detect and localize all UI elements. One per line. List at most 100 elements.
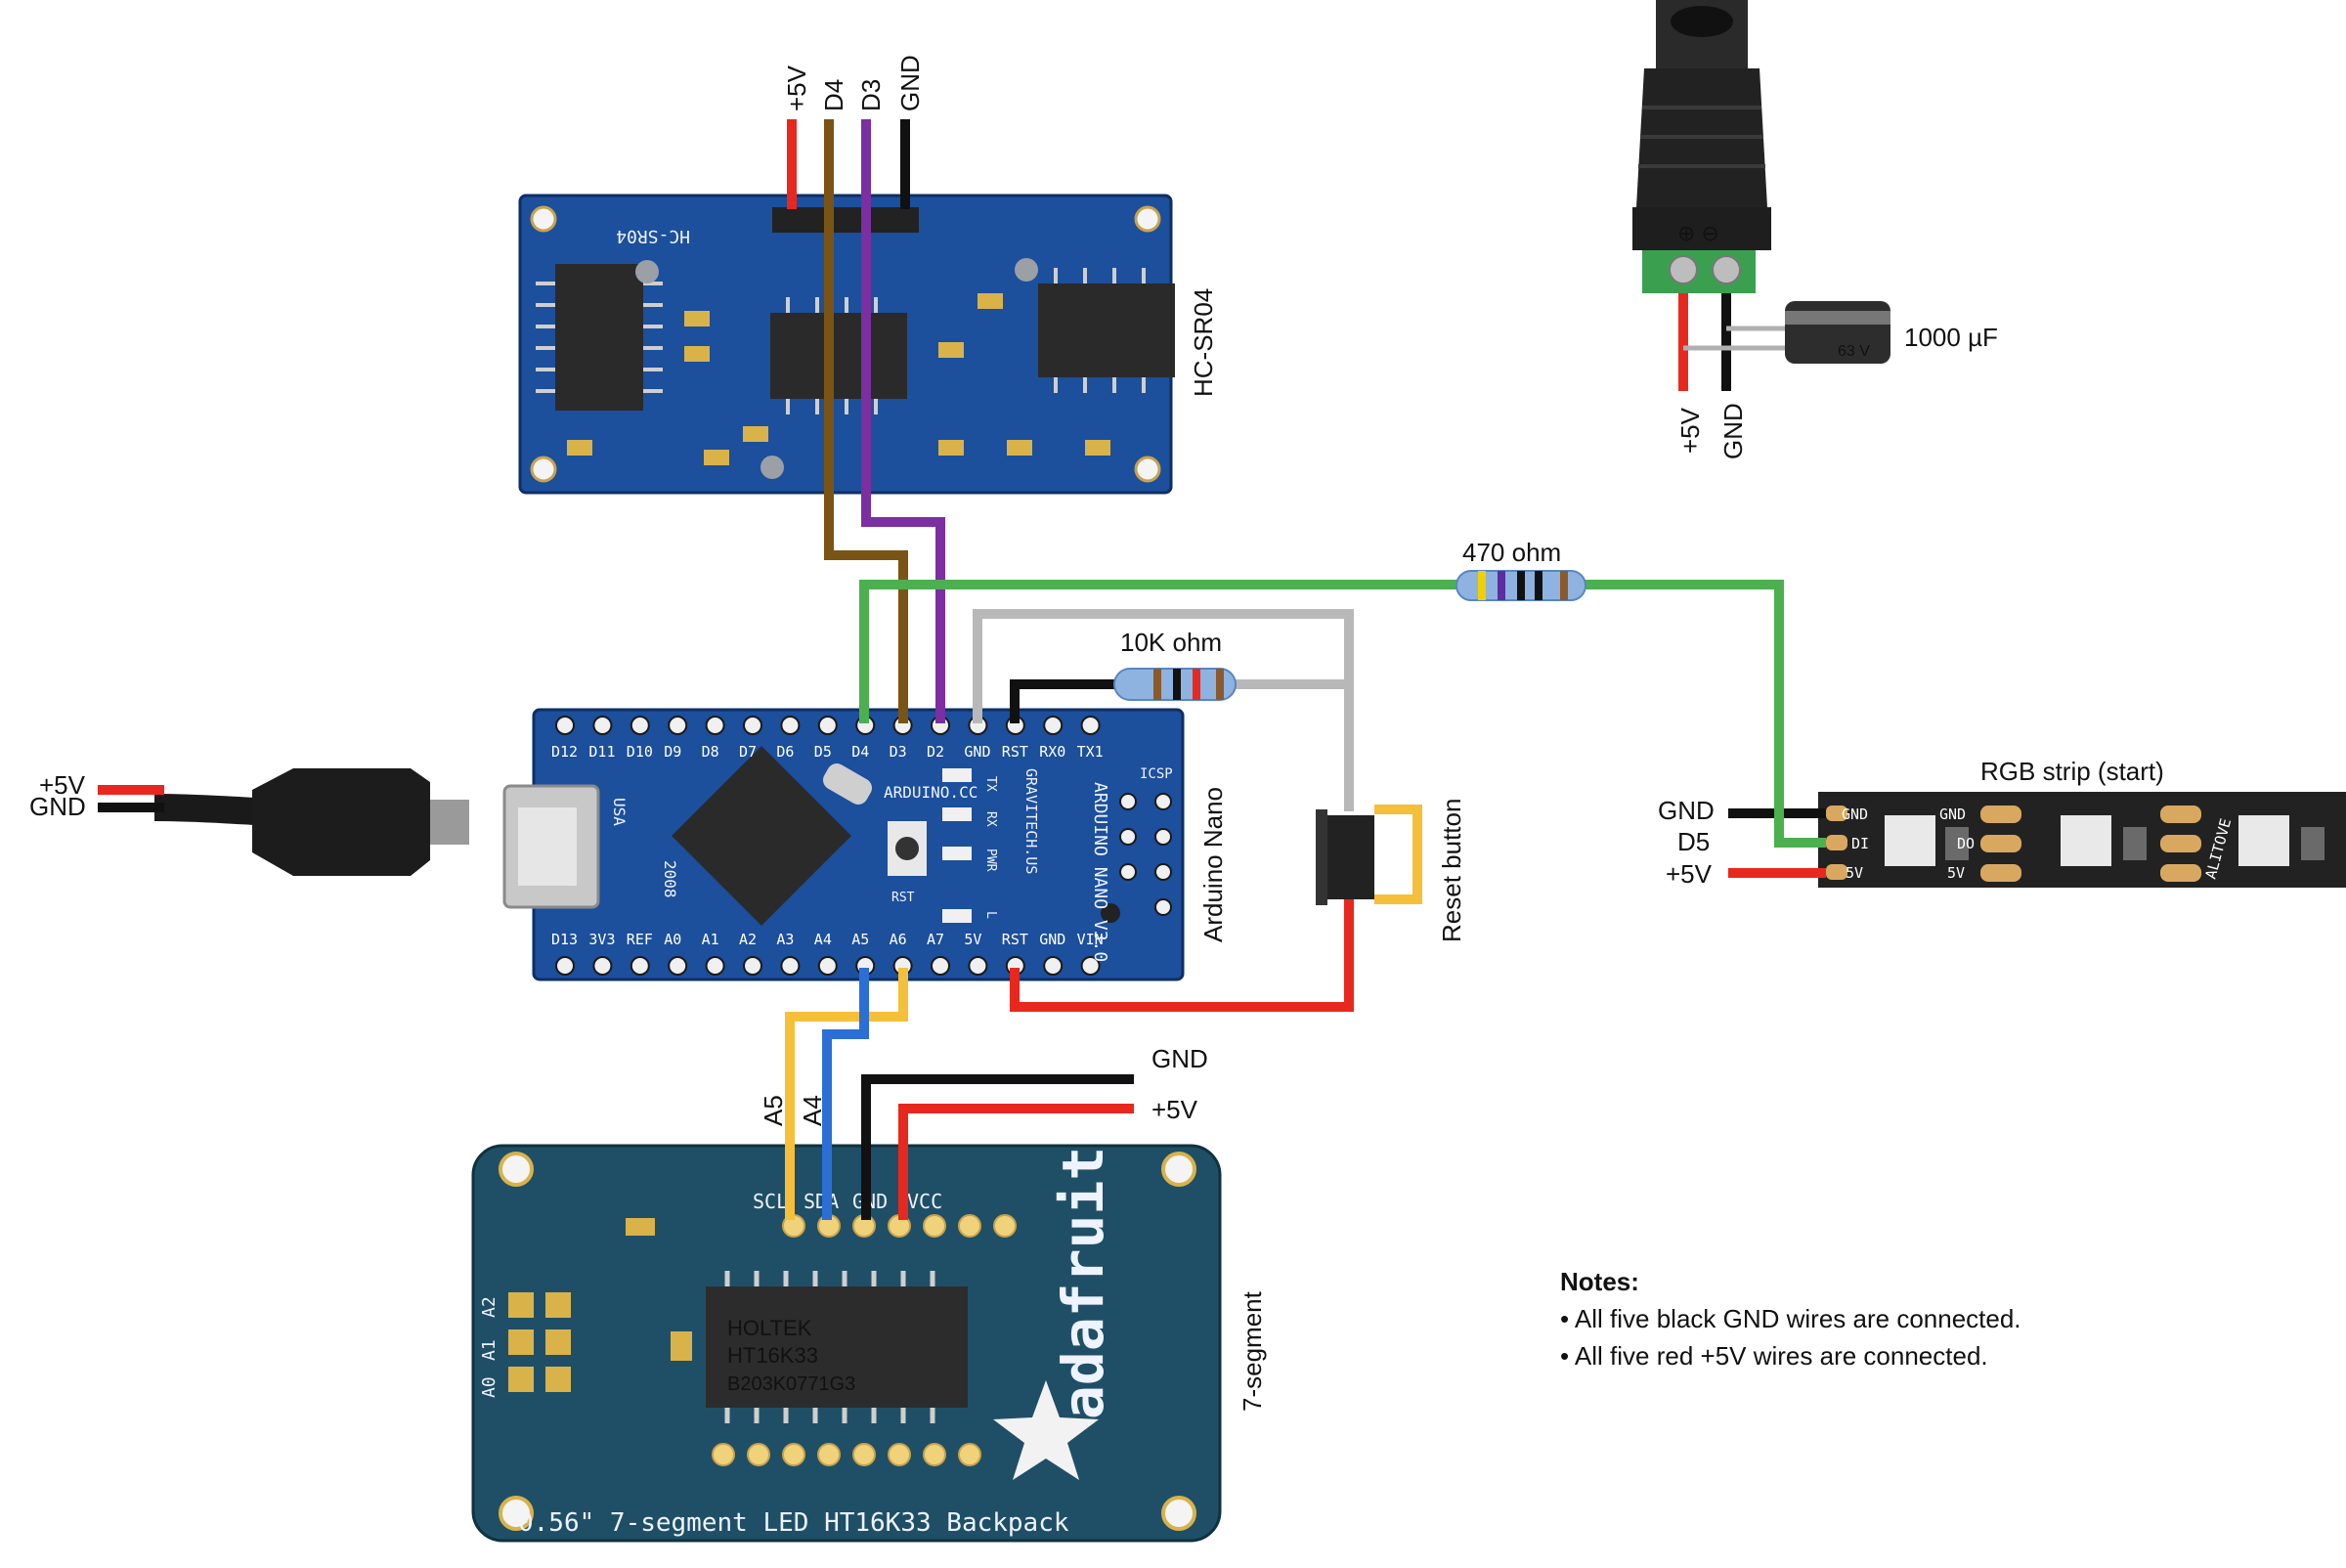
nano-silk-maker: GRAVITECH.US xyxy=(1022,768,1040,874)
nano-bottom-pin-label: A4 xyxy=(814,931,832,948)
strip-pad-5v: 5V xyxy=(1846,864,1863,882)
nano-top-pin-label: D7 xyxy=(739,743,757,761)
nano-top-pin-label: TX1 xyxy=(1077,743,1104,761)
nano-silk-led-l: L xyxy=(983,911,998,919)
led-strip-icon: GND DI 5V GND DO 5V ALITOVE xyxy=(1818,792,2346,888)
sensor-wire-label-gnd: GND xyxy=(895,55,925,111)
nano-bottom-pin-label: 3V3 xyxy=(588,931,615,948)
nano-bottom-pin-label: A1 xyxy=(702,931,719,948)
reset-pullup-wire xyxy=(973,609,1354,811)
sensor-label: HC-SR04 xyxy=(1189,288,1218,397)
notes-heading: Notes: xyxy=(1560,1267,1639,1296)
display-gnd-wire xyxy=(861,1074,1134,1220)
strip-label: RGB strip (start) xyxy=(1980,757,2164,786)
nano-bottom-pin xyxy=(1080,956,1101,976)
nano-top-pin xyxy=(592,716,613,735)
nano-top-pin xyxy=(705,716,725,735)
jack-wire-label-gnd: GND xyxy=(1718,403,1748,459)
notes-item: • All five red +5V wires are connected. xyxy=(1560,1341,1988,1371)
adafruit-star-logo-icon xyxy=(993,1380,1099,1480)
sensor-silk-label: HC-SR04 xyxy=(616,226,690,246)
nano-silk-rst: RST xyxy=(891,891,915,905)
nano-top-pin xyxy=(780,716,801,735)
nano-bottom-pin xyxy=(1043,956,1064,976)
svg-text:⊕ ⊖: ⊕ ⊖ xyxy=(1677,221,1719,245)
usb-wire-label-gnd: GND xyxy=(29,792,86,821)
seven-segment-backpack: HOLTEK HT16K33 B203K0771G3 A2 A1 A0 SCL … xyxy=(471,1144,1267,1543)
sensor-wire-label-d3: D3 xyxy=(856,79,886,111)
display-pin-sda: SDA xyxy=(804,1190,839,1213)
resistor-icon xyxy=(1113,668,1237,701)
nano-silk-usa: USA xyxy=(610,798,629,826)
strip-pad-do: DO xyxy=(1957,835,1975,852)
nano-top-pin-label: D12 xyxy=(551,743,578,761)
display-wire-label-a4: A4 xyxy=(798,1095,827,1126)
nano-top-pin xyxy=(555,716,575,735)
nano-top-pin-label: D11 xyxy=(588,743,615,761)
nano-bottom-pin-label: A7 xyxy=(927,931,944,948)
strip-wire-label-d5: D5 xyxy=(1677,827,1710,856)
strip-wire-label-gnd: GND xyxy=(1658,796,1715,825)
nano-top-pin-label: D5 xyxy=(814,743,832,761)
pushbutton-icon xyxy=(1316,805,1422,905)
chip-code: B203K0771G3 xyxy=(727,1373,855,1395)
nano-bottom-pin xyxy=(817,956,838,976)
strip-wire-label-5v: +5V xyxy=(1666,859,1713,889)
nano-silk-led-tx: TX xyxy=(983,776,998,792)
display-footer: 0.56" 7-segment LED HT16K33 Backpack xyxy=(518,1508,1069,1538)
sensor-wire-label-d4: D4 xyxy=(819,79,848,111)
nano-top-pin-label: GND xyxy=(964,743,990,761)
reset-button-label: Reset button xyxy=(1437,799,1466,942)
reset-5v-wire xyxy=(1010,899,1354,1012)
nano-bottom-pin-label: A0 xyxy=(664,931,681,948)
nano-silk-model: ARDUINO NANO V3.0 xyxy=(1090,782,1110,962)
sensor-chip-left xyxy=(555,264,643,411)
nano-silk-year: 2008 xyxy=(661,860,679,898)
resistor-470-label: 470 ohm xyxy=(1462,538,1561,567)
nano-bottom-pin xyxy=(555,956,575,976)
addr-pad-a1: A1 xyxy=(479,1339,500,1361)
chip-model: HT16K33 xyxy=(727,1343,818,1368)
sensor-chip-right xyxy=(1038,283,1175,377)
nano-top-pin xyxy=(817,716,838,735)
adafruit-logo-text: adafruit xyxy=(1050,1147,1116,1419)
display-wire-label-a5: A5 xyxy=(759,1095,788,1126)
nano-silk-brand: ARDUINO.CC xyxy=(884,783,978,802)
sensor-d3-wire xyxy=(861,119,945,723)
nano-bottom-pin-label: VIN xyxy=(1077,931,1104,948)
sensor-wire-label-5v: +5V xyxy=(782,65,811,111)
mount-hole xyxy=(530,205,557,233)
nano-bottom-pin-label: RST xyxy=(1002,931,1028,948)
nano-top-pin-label: D10 xyxy=(627,743,653,761)
nano-silk-led-rx: RX xyxy=(983,811,998,827)
capacitor-icon: 63 V xyxy=(1785,301,1890,364)
usb-wire-label-5v: +5V xyxy=(39,770,86,800)
sensor-d4-wire xyxy=(824,119,908,723)
nano-top-pin-label: RX0 xyxy=(1039,743,1065,761)
nano-bottom-pin-label: A5 xyxy=(851,931,869,948)
svg-text:63 V: 63 V xyxy=(1838,343,1870,360)
sensor-chip-mid xyxy=(770,313,907,399)
nano-bottom-pin-label: A3 xyxy=(776,931,794,948)
nano-top-pin xyxy=(630,716,650,735)
resistor-icon xyxy=(1455,570,1586,601)
nano-top-pin xyxy=(1080,716,1101,735)
nano-top-pin xyxy=(743,716,762,735)
nano-bottom-pin xyxy=(630,956,650,976)
nano-top-pin-label: D2 xyxy=(927,743,944,761)
nano-bottom-pin xyxy=(931,956,950,976)
addr-pad-a0: A0 xyxy=(479,1376,500,1398)
resistor-10k-label: 10K ohm xyxy=(1120,628,1222,657)
mount-hole xyxy=(1134,205,1161,233)
nano-bottom-pin xyxy=(705,956,725,976)
nano-bottom-pin-label: GND xyxy=(1039,931,1065,948)
display-wire-label-5v: +5V xyxy=(1151,1095,1198,1124)
nano-top-pin xyxy=(1043,716,1064,735)
display-label: 7-segment xyxy=(1238,1290,1267,1412)
nano-bottom-pin-label: 5V xyxy=(964,931,981,948)
display-5v-wire xyxy=(898,1104,1134,1220)
mount-hole xyxy=(1134,456,1161,483)
jack-wire-label-5v: +5V xyxy=(1675,407,1705,454)
